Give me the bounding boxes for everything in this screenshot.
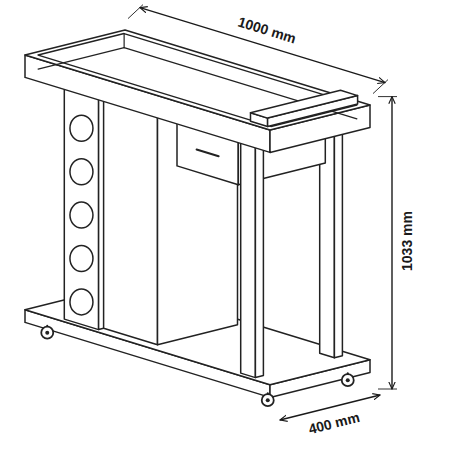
tray-top [25, 30, 370, 130]
bottle-hole [70, 115, 93, 141]
width-dimension [140, 8, 385, 83]
cabinet-front [104, 96, 158, 345]
bottle-hole [70, 159, 93, 185]
caster-hub [266, 398, 270, 402]
dimension-label: 1000 mm [234, 13, 300, 47]
tray-rim-inner [38, 34, 357, 127]
caster-hub [45, 331, 49, 335]
bottle-hole [70, 202, 93, 228]
caster-hub [346, 378, 350, 382]
tray-inner-edge [38, 48, 124, 70]
front-leg-front [241, 141, 256, 378]
back-leg-side [334, 123, 342, 357]
bottle-hole [70, 246, 93, 272]
tray-inner-edge [124, 34, 125, 48]
caster-wheel [342, 374, 354, 386]
dimension-lines [128, 5, 397, 420]
dimension-label: 1033 mm [399, 209, 415, 273]
height-dimension [391, 97, 392, 389]
wine-rack-front [64, 87, 98, 330]
drawer-handle [197, 150, 219, 157]
extension-line [128, 5, 143, 19]
caster-wheel [41, 327, 53, 339]
caster-wheel [262, 394, 274, 406]
bar-cart [25, 30, 370, 406]
bottle-hole [70, 289, 93, 315]
front-leg-side [255, 143, 263, 378]
extension-line [378, 389, 397, 390]
towel-rail-top [251, 90, 358, 118]
extension-line [378, 96, 397, 97]
